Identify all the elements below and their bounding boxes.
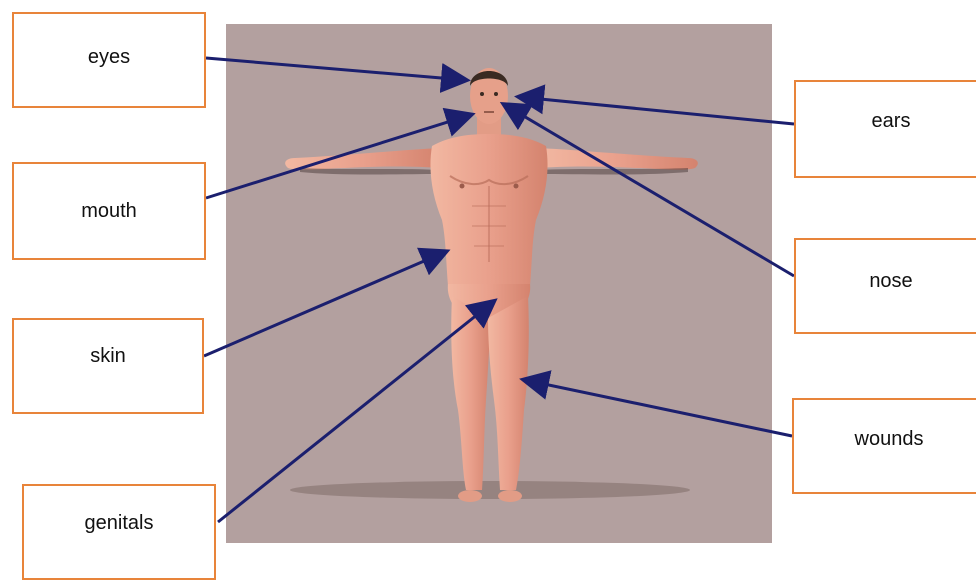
left-foot bbox=[458, 490, 482, 502]
arrow-skin bbox=[204, 252, 445, 356]
label-mouth: mouth bbox=[81, 200, 137, 223]
label-nose: nose bbox=[869, 270, 912, 293]
arrow-nose bbox=[505, 105, 794, 276]
label-box-eyes: eyes bbox=[12, 12, 206, 108]
right-arm bbox=[538, 148, 698, 170]
label-skin: skin bbox=[90, 345, 126, 368]
right-leg bbox=[488, 296, 529, 490]
nipple bbox=[460, 184, 465, 189]
arrow-eyes bbox=[206, 58, 465, 80]
arrow-ears bbox=[520, 97, 794, 124]
label-wounds: wounds bbox=[855, 428, 924, 451]
label-genitals: genitals bbox=[85, 512, 154, 535]
arrow-wounds bbox=[525, 380, 792, 436]
arm-shadow bbox=[300, 168, 440, 175]
left-leg bbox=[451, 296, 490, 490]
label-box-wounds: wounds bbox=[792, 398, 976, 494]
label-box-genitals: genitals bbox=[22, 484, 216, 580]
right-foot bbox=[498, 490, 522, 502]
eye-right bbox=[494, 92, 498, 96]
label-eyes: eyes bbox=[88, 46, 130, 69]
nipple bbox=[514, 184, 519, 189]
label-box-skin: skin bbox=[12, 318, 204, 414]
floor-shadow bbox=[290, 481, 690, 499]
label-box-ears: ears bbox=[794, 80, 976, 178]
eye-left bbox=[480, 92, 484, 96]
label-box-nose: nose bbox=[794, 238, 976, 334]
label-box-mouth: mouth bbox=[12, 162, 206, 260]
label-ears: ears bbox=[872, 110, 911, 133]
